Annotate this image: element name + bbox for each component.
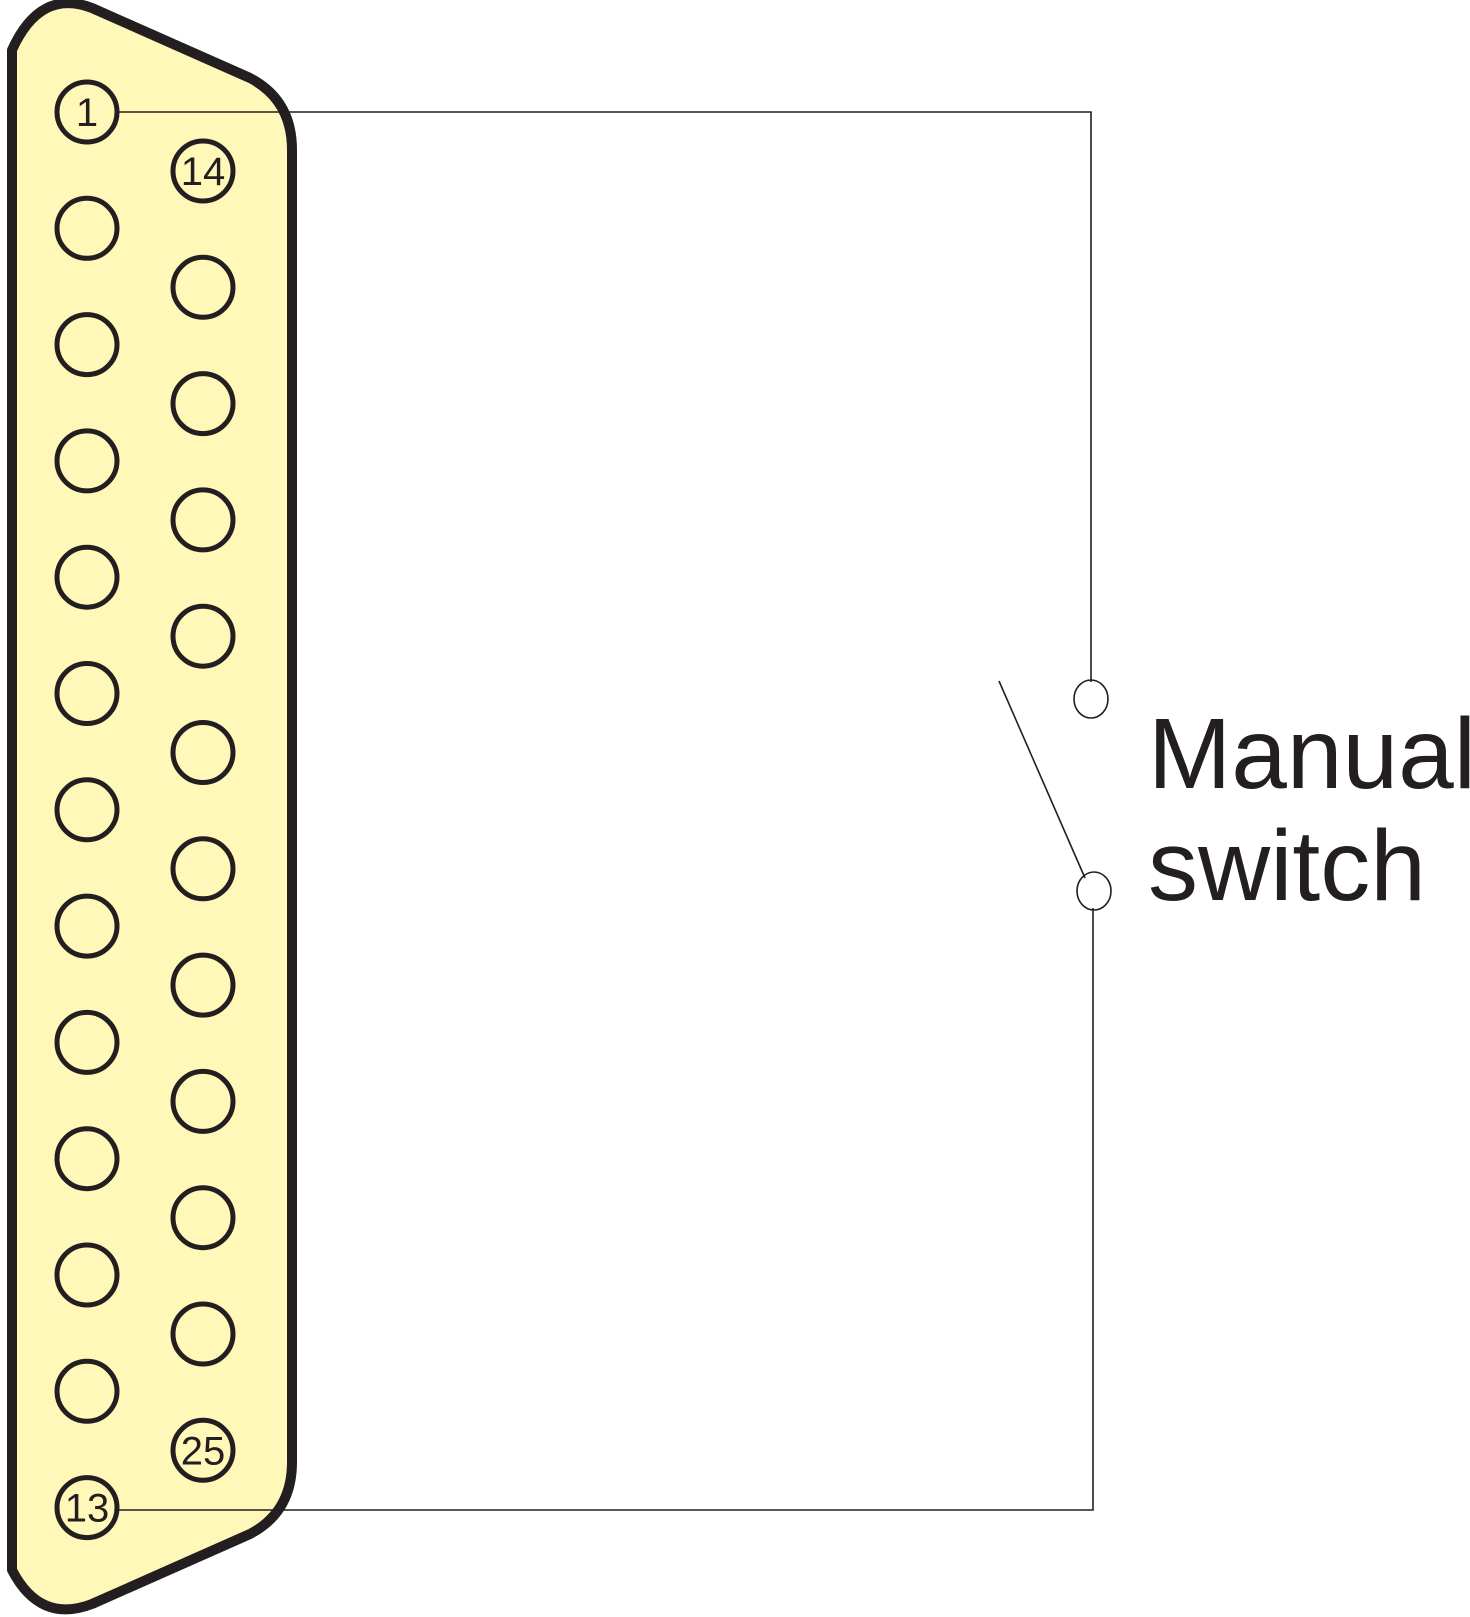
pin-25-label: 25 bbox=[181, 1429, 226, 1473]
pin-4 bbox=[54, 428, 120, 494]
pin-21 bbox=[170, 952, 236, 1018]
pin-19 bbox=[170, 720, 236, 785]
pin-14-label: 14 bbox=[181, 150, 226, 194]
pin-13 bbox=[54, 1475, 120, 1541]
pin-20 bbox=[170, 836, 236, 902]
switch-label-line1: Manual bbox=[1148, 698, 1470, 810]
pin-1 bbox=[54, 79, 120, 145]
pin-7 bbox=[54, 777, 120, 843]
switch-lever bbox=[998, 680, 1086, 879]
pin-15 bbox=[170, 254, 236, 320]
pin-11 bbox=[54, 1242, 120, 1308]
pin-3 bbox=[54, 312, 120, 378]
connector-shell bbox=[7, 0, 297, 1615]
pin-14 bbox=[170, 138, 236, 204]
pin-10 bbox=[54, 1126, 120, 1192]
pin-group: 1 13 14 25 bbox=[54, 79, 236, 1541]
switch-label-line2: switch bbox=[1148, 810, 1426, 922]
pin-12 bbox=[54, 1358, 120, 1424]
pin-18 bbox=[170, 603, 236, 669]
pin-5 bbox=[54, 544, 120, 610]
pin-9 bbox=[54, 1009, 120, 1075]
pin-13-label: 13 bbox=[65, 1487, 110, 1531]
pin-24 bbox=[170, 1301, 236, 1367]
pin-16 bbox=[170, 371, 236, 437]
switch-bottom-contact bbox=[1076, 871, 1112, 911]
wire-pin1-to-switch bbox=[118, 111, 1092, 682]
pin-25 bbox=[170, 1417, 236, 1483]
switch-top-contact bbox=[1073, 679, 1109, 719]
wire-pin13-to-switch bbox=[118, 908, 1094, 1511]
pin-6 bbox=[54, 661, 120, 726]
pin-1-label: 1 bbox=[76, 91, 98, 135]
manual-switch-label: Manual switch bbox=[1148, 698, 1470, 922]
pin-17 bbox=[170, 487, 236, 553]
pin-23 bbox=[170, 1185, 236, 1251]
pin-22 bbox=[170, 1068, 236, 1134]
pin-8 bbox=[54, 893, 120, 959]
pin-2 bbox=[54, 195, 120, 261]
